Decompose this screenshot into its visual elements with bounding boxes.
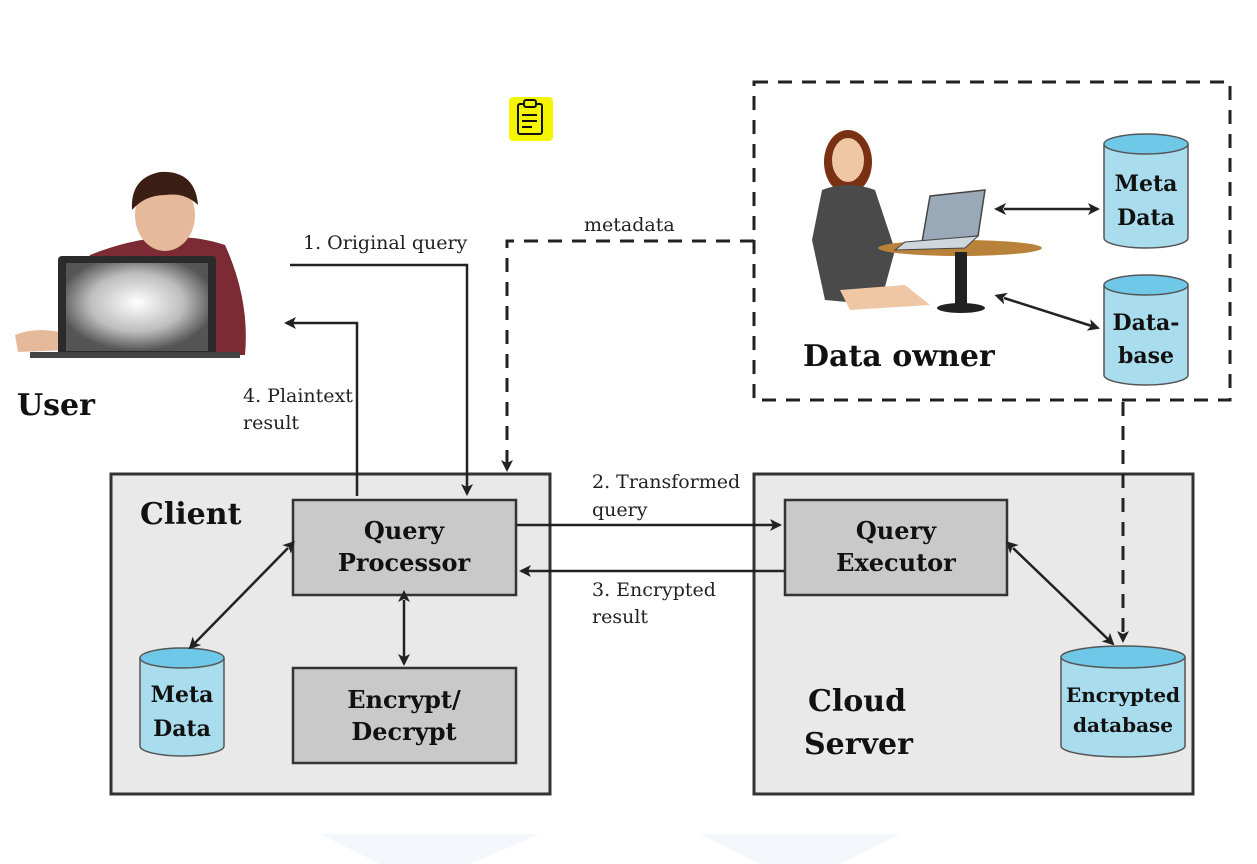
- query-processor-box: Query Processor: [291, 498, 518, 597]
- encrypt-decrypt-box: Encrypt/ Decrypt: [291, 666, 518, 765]
- executor-encrypted-db-arrow: [1005, 541, 1115, 646]
- cloud-server-line2: Server: [804, 727, 914, 762]
- client-label: Client: [140, 497, 242, 532]
- transformed-query-line2: query: [592, 499, 648, 521]
- encrypt-decrypt-line1: Encrypt/: [347, 685, 461, 714]
- metadata-label: metadata: [584, 214, 675, 236]
- owner-db-arrow: [994, 292, 1100, 331]
- plaintext-result-line1: 4. Plaintext: [243, 385, 353, 407]
- plaintext-result-arrow: [284, 317, 359, 496]
- owner-metadata-cylinder: Meta Data: [1103, 133, 1189, 249]
- encrypted-result-line1: 3. Encrypted: [592, 579, 716, 601]
- owner-database-cylinder: Data- base: [1103, 274, 1189, 386]
- query-executor-box: Query Executor: [783, 498, 1009, 597]
- cloud-server-line1: Cloud: [808, 684, 906, 719]
- encrypt-decrypt-line2: Decrypt: [351, 717, 456, 746]
- metadata-dashed-arrow: [501, 239, 754, 472]
- encrypted-result-line2: result: [592, 606, 648, 628]
- owner-meta-line1: Meta: [1115, 171, 1178, 197]
- client-meta-line2: Data: [153, 716, 211, 742]
- original-query-arrow: [290, 263, 473, 496]
- query-executor-line1: Query: [856, 516, 937, 545]
- query-processor-line1: Query: [364, 516, 445, 545]
- query-processor-line2: Processor: [338, 548, 471, 577]
- data-owner-label: Data owner: [803, 339, 996, 374]
- woman-at-laptop-icon: [812, 130, 1042, 313]
- original-query-label: 1. Original query: [303, 232, 468, 254]
- transformed-query-line1: 2. Transformed: [592, 471, 740, 493]
- encrypted-db-line1: Encrypted: [1066, 683, 1180, 707]
- client-meta-line1: Meta: [151, 682, 214, 708]
- encrypted-database-cylinder: Encrypted database: [1060, 645, 1186, 758]
- plaintext-result-line2: result: [243, 412, 299, 434]
- background-watermark: [320, 834, 900, 864]
- clipboard-icon[interactable]: [509, 97, 553, 141]
- owner-db-line1: Data-: [1113, 310, 1180, 336]
- owner-db-line2: base: [1118, 343, 1174, 369]
- user-label: User: [17, 388, 96, 423]
- user-at-laptop-icon: [15, 171, 246, 358]
- processor-metadata-arrow: [188, 540, 295, 650]
- encrypted-db-line2: database: [1073, 713, 1173, 737]
- owner-meta-line2: Data: [1117, 205, 1175, 231]
- client-metadata-cylinder: Meta Data: [139, 647, 225, 757]
- query-executor-line2: Executor: [836, 548, 956, 577]
